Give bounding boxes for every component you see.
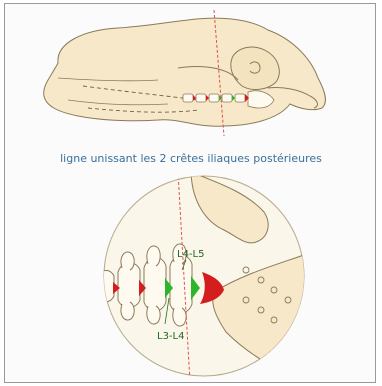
lateral-position-illustration: [28, 8, 338, 138]
figure-caption: ligne unissant les 2 crêtes iliaques pos…: [0, 152, 382, 165]
label-l4-l5: L4-L5: [177, 249, 204, 260]
label-l3-l4: L3-L4: [157, 331, 184, 342]
lumbar-spine-zoom: [96, 172, 312, 382]
patient-body: [44, 18, 326, 126]
